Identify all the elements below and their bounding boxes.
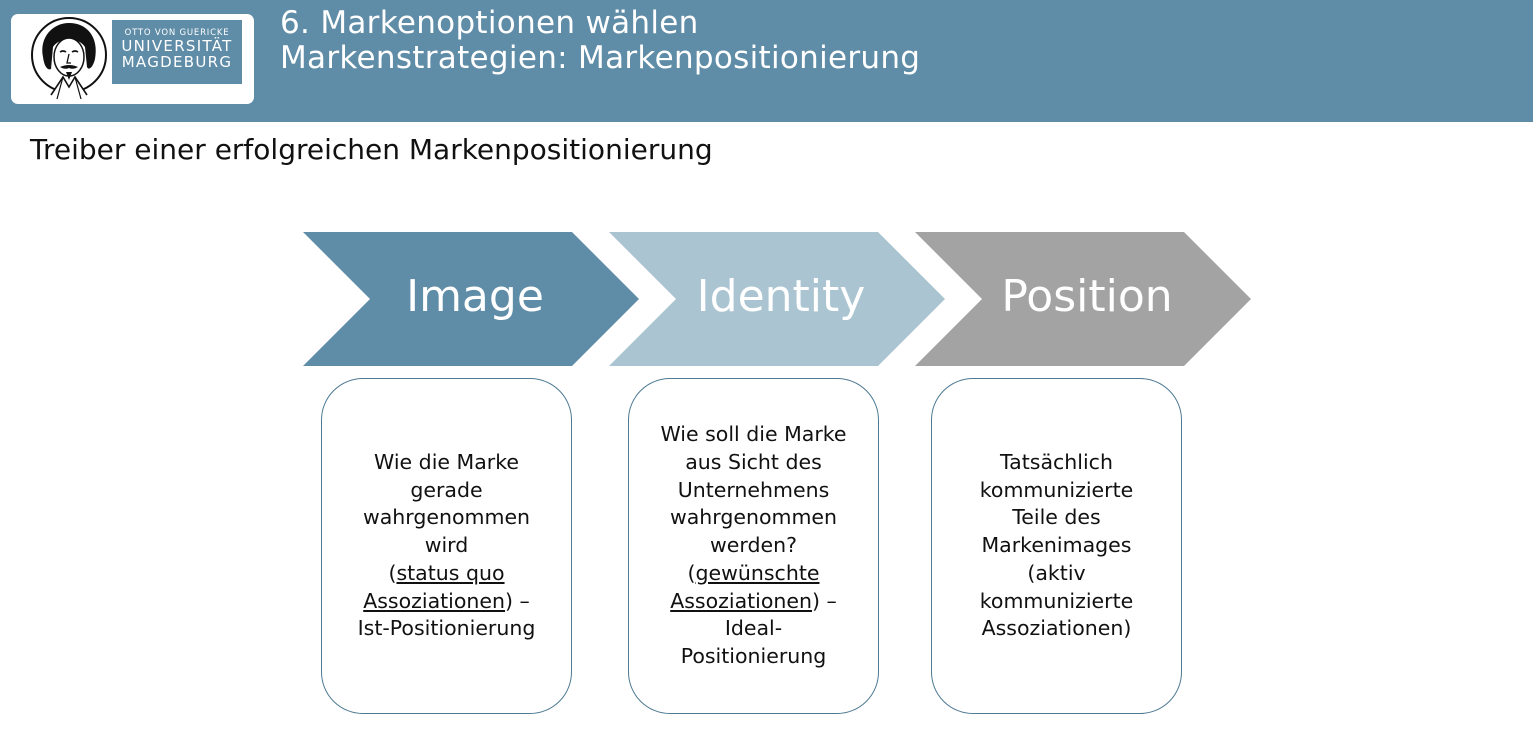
chevron-position xyxy=(915,232,1251,366)
underlined-term: Assoziationen xyxy=(670,588,813,613)
card-position-line: Teile des xyxy=(1012,505,1101,530)
card-image-line: wird xyxy=(424,533,469,558)
chevron-identity xyxy=(609,232,945,366)
card-position: Tatsächlich kommunizierte Teile des Mark… xyxy=(931,378,1182,714)
logo-line-2: UNIVERSITÄT xyxy=(121,37,233,55)
card-position-line: kommunizierte xyxy=(979,477,1134,502)
chevron-label-position: Position xyxy=(1001,271,1173,322)
text-fragment: ) – xyxy=(812,588,837,613)
header-bar: OTTO VON GUERICKE UNIVERSITÄT MAGDEBURG … xyxy=(0,0,1533,122)
card-identity-line: Ideal- xyxy=(724,616,783,641)
chevron-label-image: Image xyxy=(406,271,544,322)
slide-title: 6. Markenoptionen wählen Markenstrategie… xyxy=(280,6,920,76)
card-image-line: Assoziationen) – xyxy=(358,588,536,616)
text-fragment: ) – xyxy=(505,588,530,613)
card-identity-line: wahrgenommen xyxy=(669,505,838,530)
logo-line-3: MAGDEBURG xyxy=(121,53,233,71)
card-image-line: gerade xyxy=(410,477,483,502)
card-identity-line: Unternehmens xyxy=(677,477,830,502)
card-identity-line: werden? xyxy=(710,533,797,558)
underlined-term: status quo xyxy=(396,560,505,585)
card-identity-line: Wie soll die Marke xyxy=(660,421,847,446)
card-identity-line: Assoziationen) – xyxy=(660,588,846,616)
card-identity-line: Positionierung xyxy=(680,644,827,669)
card-position-line: Markenimages xyxy=(981,533,1132,558)
logo-wordmark: OTTO VON GUERICKE UNIVERSITÄT MAGDEBURG xyxy=(112,20,242,84)
card-image-line: Ist-Positionierung xyxy=(357,616,536,641)
university-logo: OTTO VON GUERICKE UNIVERSITÄT MAGDEBURG xyxy=(11,14,254,104)
card-position-line: Assoziationen) xyxy=(981,616,1132,641)
card-identity-line: aus Sicht des xyxy=(685,449,822,474)
chevron-image xyxy=(303,232,639,366)
card-image: Wie die Marke gerade wahrgenommen wird (… xyxy=(321,378,572,714)
otto-von-guericke-portrait-icon xyxy=(31,17,107,100)
underlined-term: Assoziationen xyxy=(363,588,506,613)
text-fragment: ( xyxy=(687,560,696,585)
slide-title-line-2: Markenstrategien: Markenpositionierung xyxy=(280,40,921,76)
card-image-line: Wie die Marke xyxy=(374,449,519,474)
slide-subtitle: Treiber einer erfolgreichen Markenpositi… xyxy=(30,133,713,166)
slide-title-line-1: 6. Markenoptionen wählen xyxy=(280,5,699,41)
card-position-text: Tatsächlich kommunizierte Teile des Mark… xyxy=(966,449,1147,644)
chevron-label-identity: Identity xyxy=(696,271,866,322)
text-fragment: ( xyxy=(388,560,397,585)
card-image-line: wahrgenommen xyxy=(362,505,531,530)
card-image-line: (status quo xyxy=(358,560,536,588)
logo-line-1: OTTO VON GUERICKE xyxy=(124,28,230,38)
card-image-text: Wie die Marke gerade wahrgenommen wird (… xyxy=(344,449,550,644)
card-position-line: kommunizierte xyxy=(979,588,1134,613)
card-identity-text: Wie soll die Marke aus Sicht des Unterne… xyxy=(646,421,860,671)
card-identity-line: (gewünschte xyxy=(660,560,846,588)
card-position-line: (aktiv xyxy=(1027,560,1086,585)
card-identity: Wie soll die Marke aus Sicht des Unterne… xyxy=(628,378,879,714)
card-position-line: Tatsächlich xyxy=(1000,449,1113,474)
underlined-term: gewünschte xyxy=(695,560,820,585)
